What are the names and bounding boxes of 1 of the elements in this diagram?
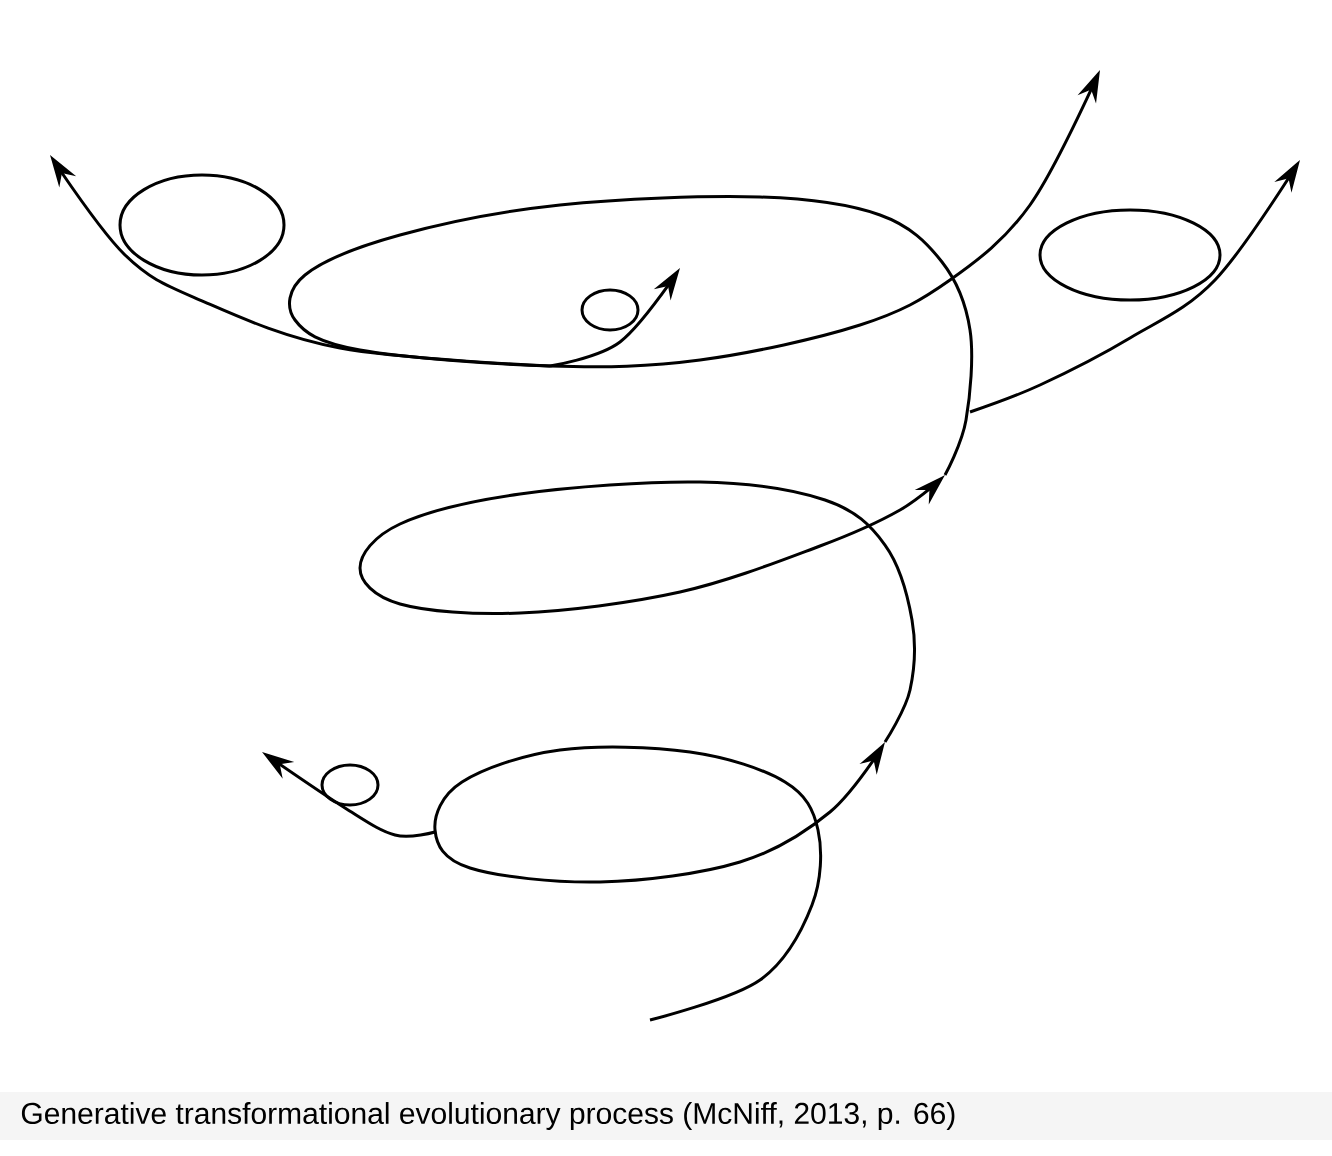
caption: Generative transformational evolutionary process (McNiff, 2013, p. 66) <box>0 1092 1332 1140</box>
